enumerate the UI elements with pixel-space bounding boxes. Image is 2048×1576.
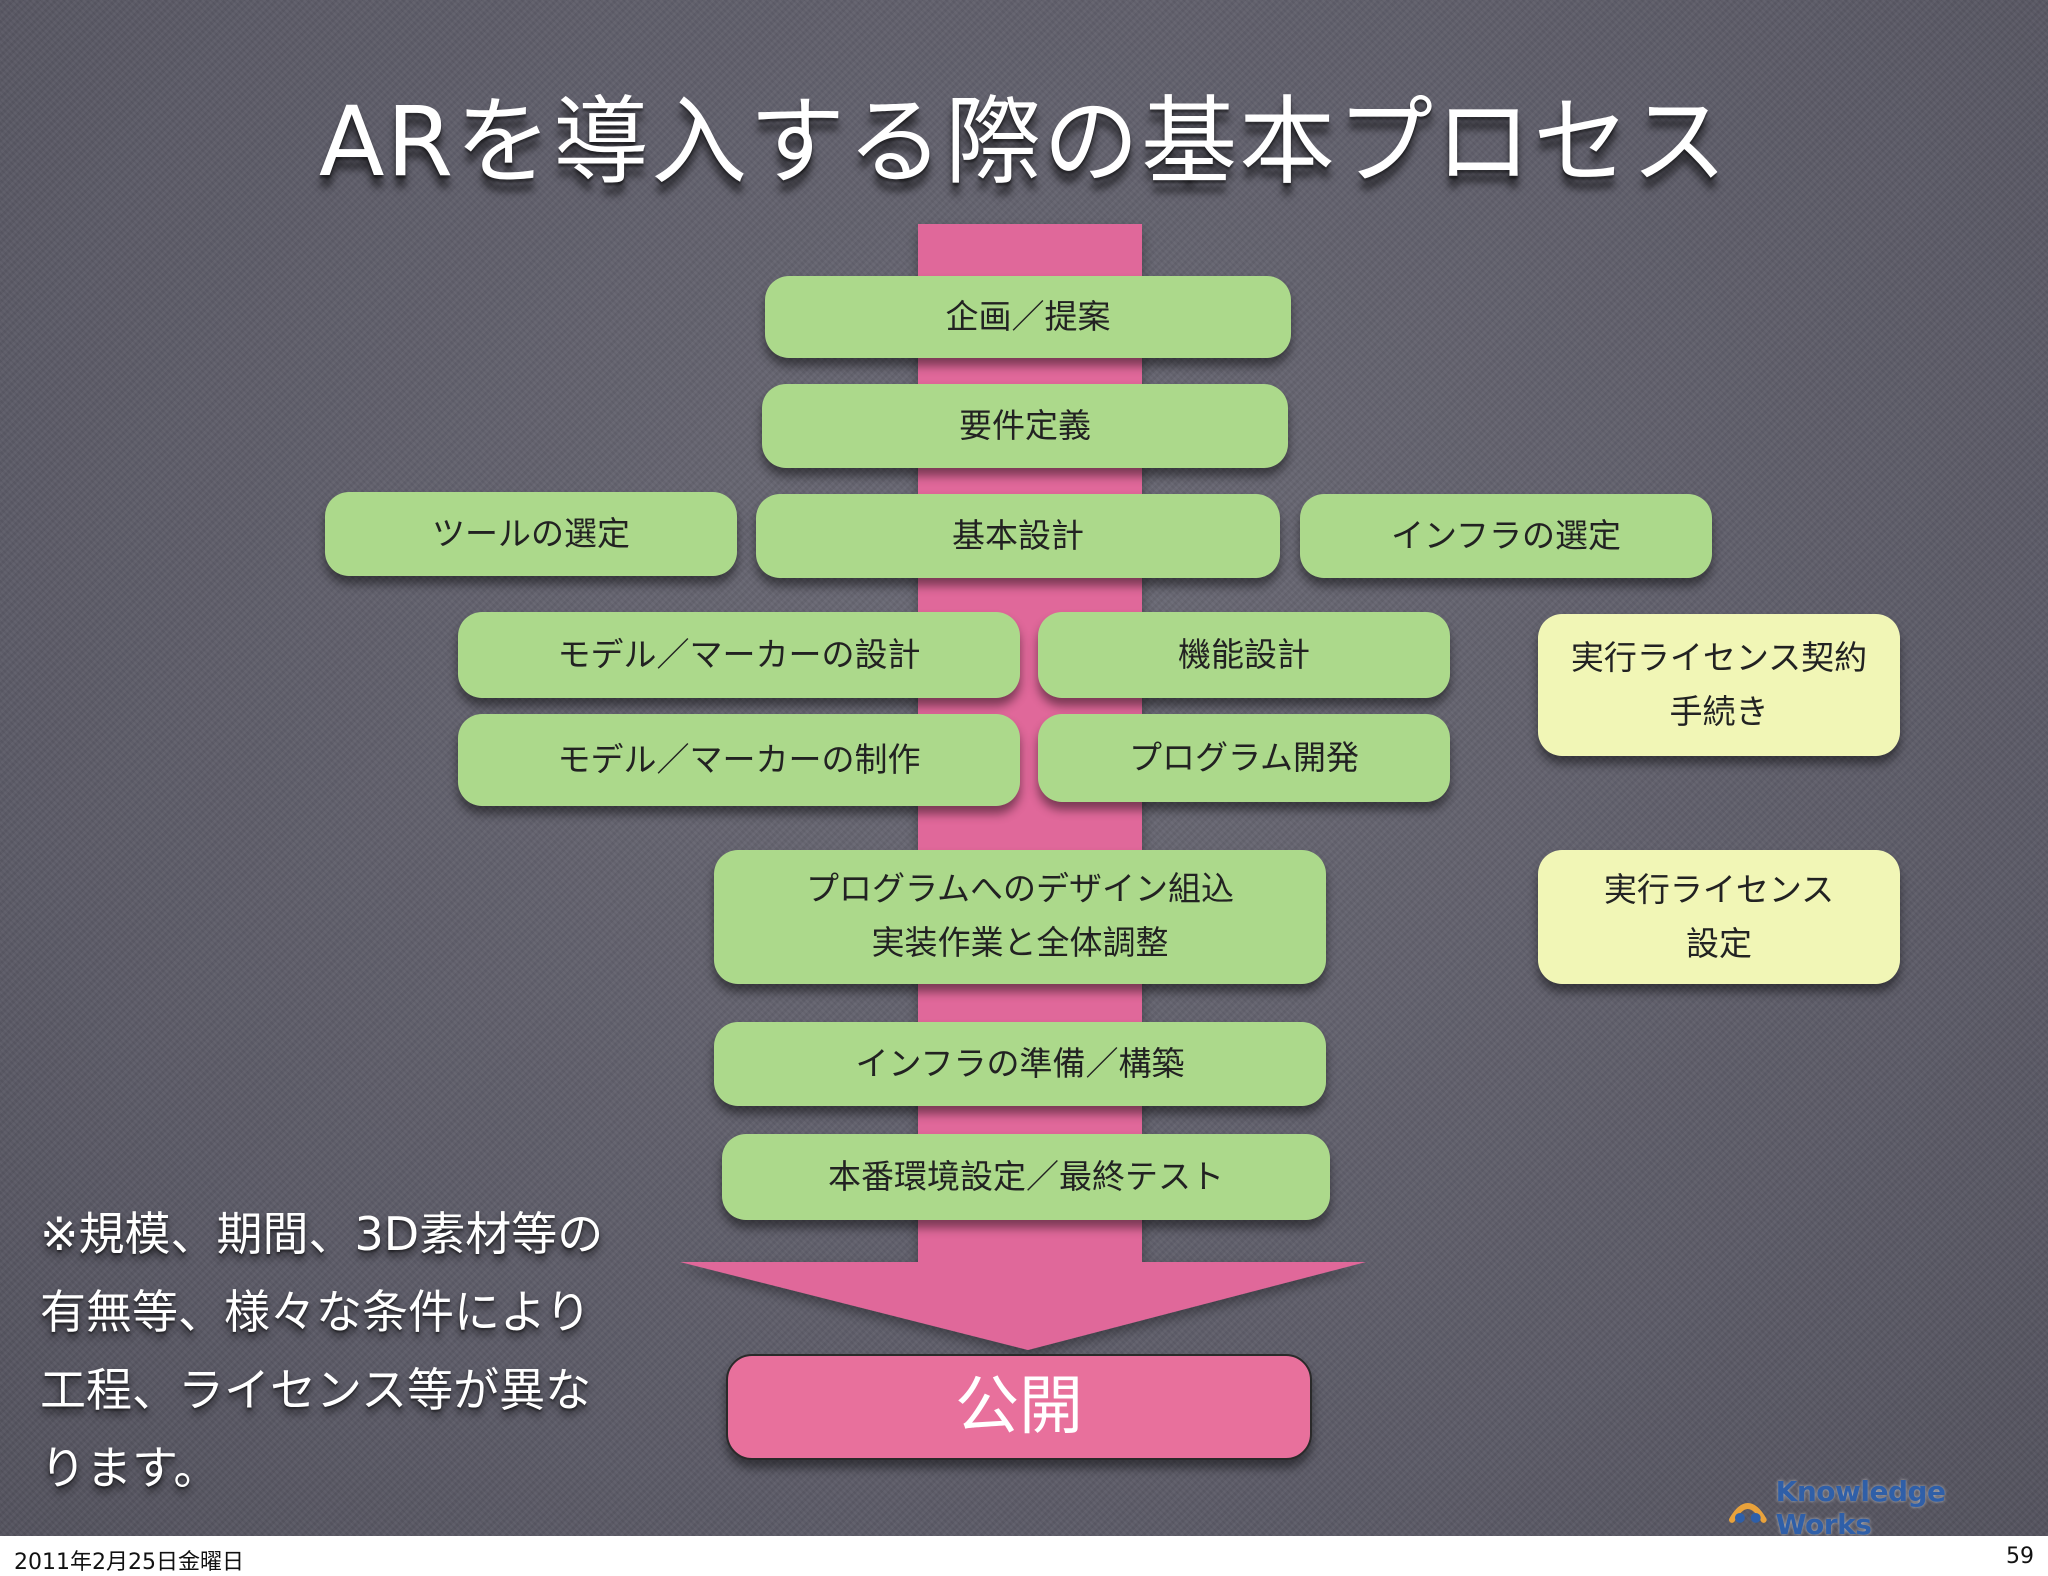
step-production-test: 本番環境設定／最終テスト <box>722 1134 1330 1220</box>
step-function-design: 機能設計 <box>1038 612 1450 698</box>
license-setup: 実行ライセンス 設定 <box>1538 850 1900 984</box>
process-flow-arrow <box>680 224 1366 1350</box>
logo-text: Knowledge Works <box>1775 1475 1946 1536</box>
step-basic-design: 基本設計 <box>756 494 1280 578</box>
arrow-shape <box>680 224 1366 1350</box>
step-design-integration: プログラムへのデザイン組込 実装作業と全体調整 <box>714 850 1326 984</box>
process-note: ※規模、期間、3D素材等の 有無等、様々な条件により 工程、ライセンス等が異な … <box>40 1207 604 1495</box>
slide-title: ARを導入する際の基本プロセス <box>318 86 1730 198</box>
slide: ARを導入する際の基本プロセス 企画／提案 要件定義 ツールの選定 基本設計 イ… <box>0 0 2048 1536</box>
step-requirements: 要件定義 <box>762 384 1288 468</box>
step-tool-selection: ツールの選定 <box>325 492 737 576</box>
footer-page-number: 59 <box>2006 1544 2034 1569</box>
footer-date: 2011年2月25日金曜日 <box>14 1550 244 1575</box>
step-model-marker-design: モデル／マーカーの設計 <box>458 612 1020 698</box>
step-planning: 企画／提案 <box>765 276 1291 358</box>
logo-mark-icon <box>1728 1503 1767 1523</box>
print-footer: 2011年2月25日金曜日 59 <box>0 1536 2048 1576</box>
license-contract: 実行ライセンス契約 手続き <box>1538 614 1900 756</box>
step-infra-selection: インフラの選定 <box>1300 494 1712 578</box>
company-logo: Knowledge Works <box>1728 1475 2048 1536</box>
step-program-development: プログラム開発 <box>1038 714 1450 802</box>
step-publish: 公開 <box>726 1354 1312 1460</box>
step-model-marker-production: モデル／マーカーの制作 <box>458 714 1020 806</box>
step-infra-setup: インフラの準備／構築 <box>714 1022 1326 1106</box>
